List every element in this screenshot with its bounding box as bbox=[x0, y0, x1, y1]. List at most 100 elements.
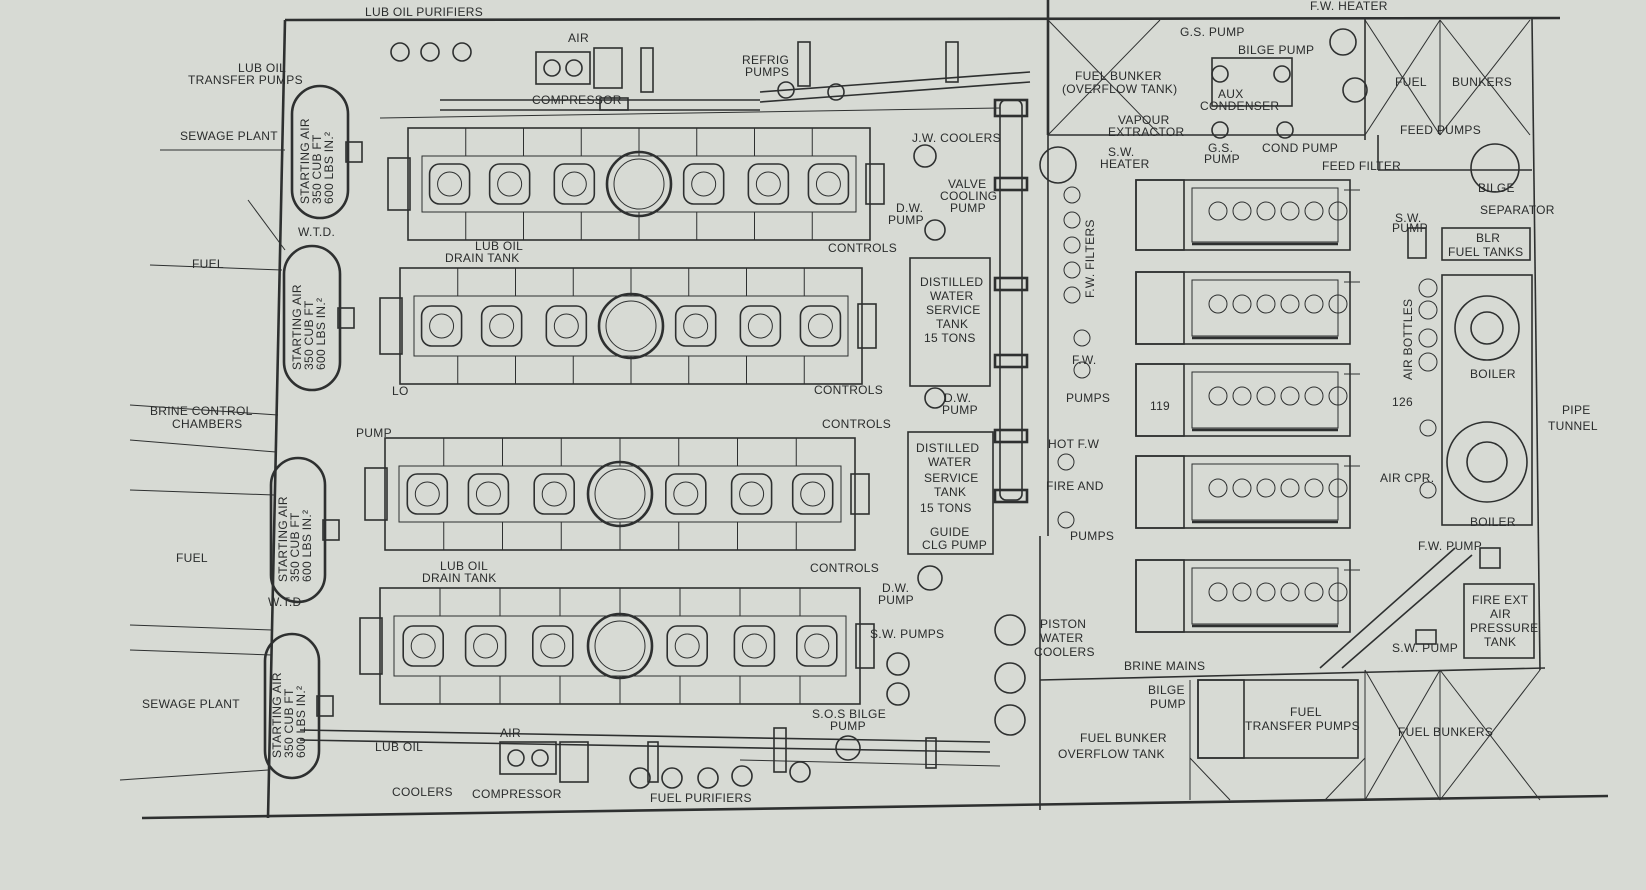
receiver-label: 350 CUB FT bbox=[302, 300, 316, 370]
engine-cylinder-head bbox=[402, 625, 445, 667]
label-dw-pump-mid: D.W. bbox=[944, 391, 971, 405]
label-controls-2: CONTROLS bbox=[814, 383, 883, 397]
engine-cylinder bbox=[807, 313, 833, 339]
genset-engine bbox=[1191, 371, 1339, 429]
label-fire-and: FIRE AND bbox=[1046, 479, 1104, 493]
engine-turbocharger bbox=[605, 150, 673, 218]
label-air-bottles: AIR BOTTLES bbox=[1401, 299, 1415, 380]
engine-cylinder bbox=[473, 633, 499, 659]
engine-cylinder-head bbox=[682, 163, 725, 205]
genset-cylinder bbox=[1208, 201, 1228, 221]
label-sw-pump-bottom-right: S.W. PUMP bbox=[1392, 641, 1458, 655]
upper-right-machinery bbox=[1189, 28, 1535, 801]
engine-cylinder bbox=[747, 313, 773, 339]
label-fuel-bunker-overflow-top: FUEL BUNKER bbox=[1075, 69, 1162, 83]
receiver-label: STARTING AIR bbox=[270, 672, 284, 758]
receiver-label: STARTING AIR bbox=[290, 284, 304, 370]
label-sw-pumps-left: S.W. PUMPS bbox=[870, 627, 944, 641]
genset-cylinder bbox=[1208, 582, 1228, 602]
engine-cylinder-head bbox=[480, 305, 523, 347]
engine-end-cover bbox=[857, 303, 877, 349]
engine-cylinder bbox=[739, 481, 765, 507]
genset-cylinder bbox=[1208, 386, 1228, 406]
label-dw-pump-bottom: D.W. bbox=[882, 581, 909, 595]
label-lub-oil-coolers: LUB OIL bbox=[375, 740, 423, 754]
label-guide-clg-pump-2: CLG PUMP bbox=[922, 538, 987, 552]
label-pumps-fire: PUMPS bbox=[1070, 529, 1114, 543]
genset-bedplate bbox=[1135, 559, 1351, 633]
genset-engine bbox=[1191, 187, 1339, 243]
engine-cylinder-head bbox=[467, 473, 510, 515]
label-aux-condenser: AUX bbox=[1218, 87, 1244, 101]
label-valve-cooling-pump-2: COOLING bbox=[940, 189, 997, 203]
genset-bedplate bbox=[1135, 179, 1351, 251]
label-aux-condenser-2: CONDENSER bbox=[1200, 99, 1279, 113]
genset-cylinder bbox=[1328, 201, 1348, 221]
engine-cylinder bbox=[755, 171, 781, 197]
genset-cylinder bbox=[1280, 386, 1300, 406]
left-piping bbox=[119, 149, 286, 781]
genset-cylinder bbox=[1232, 294, 1252, 314]
engine-cylinder bbox=[673, 481, 699, 507]
genset-cylinder bbox=[1328, 478, 1348, 498]
label-bilge-separator-2: SEPARATOR bbox=[1480, 203, 1555, 217]
label-dw-pump-top: D.W. bbox=[896, 201, 923, 215]
engine-cylinder bbox=[497, 171, 523, 197]
engine-cylinder-head bbox=[664, 473, 707, 515]
label-piston-water-coolers-2: WATER bbox=[1040, 631, 1084, 645]
receiver-body bbox=[290, 84, 350, 220]
engine-cylinder-head bbox=[799, 305, 842, 347]
engine-cylinder-head bbox=[420, 305, 463, 347]
label-controls-4: CONTROLS bbox=[810, 561, 879, 575]
label-frame-126: 126 bbox=[1392, 395, 1413, 409]
label-fw-pumps-2: PUMPS bbox=[1066, 391, 1110, 405]
receiver-body bbox=[282, 244, 342, 392]
engine-cylinder-head bbox=[531, 625, 574, 667]
genset-cylinder bbox=[1304, 294, 1324, 314]
engine-end-cover bbox=[865, 163, 885, 205]
label-lub-oil-drain-tank-bottom: LUB OIL bbox=[440, 559, 488, 573]
label-distilled-tank-bottom-4: TANK bbox=[934, 485, 966, 499]
label-gs-pump-small-2: PUMP bbox=[1204, 152, 1240, 166]
label-bilge-pump-bottom-2: PUMP bbox=[1150, 697, 1186, 711]
genset-cylinder bbox=[1280, 582, 1300, 602]
label-controls-1: CONTROLS bbox=[828, 241, 897, 255]
engine-turbocharger bbox=[597, 292, 665, 360]
engine-cylinder bbox=[489, 313, 515, 339]
engine-cylinder-head bbox=[488, 163, 531, 205]
receiver-label: 350 CUB FT bbox=[310, 134, 324, 204]
label-brine-control-2: CHAMBERS bbox=[172, 417, 242, 431]
label-wtd-top: W.T.D. bbox=[298, 225, 335, 239]
engine-cylinder-head bbox=[545, 305, 588, 347]
top-left-auxiliaries bbox=[390, 41, 959, 789]
genset-engine bbox=[1191, 567, 1339, 625]
label-compressor-bottom: COMPRESSOR bbox=[472, 787, 562, 801]
label-fuel-left-bottom: FUEL bbox=[176, 551, 208, 565]
label-blr-fuel-tanks: BLR bbox=[1476, 231, 1500, 245]
label-valve-cooling-pump: VALVE bbox=[948, 177, 986, 191]
engine-cylinder bbox=[429, 313, 455, 339]
label-piston-water-coolers-3: COOLERS bbox=[1034, 645, 1095, 659]
label-distilled-tank-top-4: TANK bbox=[936, 317, 968, 331]
receiver-label: STARTING AIR bbox=[298, 118, 312, 204]
label-blr-fuel-tanks-2: FUEL TANKS bbox=[1448, 245, 1523, 259]
engine-cylinder-head bbox=[747, 163, 790, 205]
genset-cylinder bbox=[1232, 386, 1252, 406]
engine-cylinder-head bbox=[464, 625, 507, 667]
engine-turbocharger-inner bbox=[613, 158, 665, 210]
engine-flywheel bbox=[379, 297, 403, 355]
receiver-label: 350 CUB FT bbox=[288, 512, 302, 582]
genset-cylinder bbox=[1256, 386, 1276, 406]
genset-cylinder bbox=[1232, 582, 1252, 602]
engine-turbocharger bbox=[586, 612, 654, 680]
label-bilge-pump-bottom: BILGE bbox=[1148, 683, 1185, 697]
label-distilled-tank-top-3: SERVICE bbox=[926, 303, 981, 317]
genset-alternator bbox=[1135, 559, 1185, 633]
generator-set-5 bbox=[1135, 559, 1360, 633]
engine-flywheel bbox=[359, 617, 383, 675]
engine-flywheel bbox=[387, 157, 411, 211]
